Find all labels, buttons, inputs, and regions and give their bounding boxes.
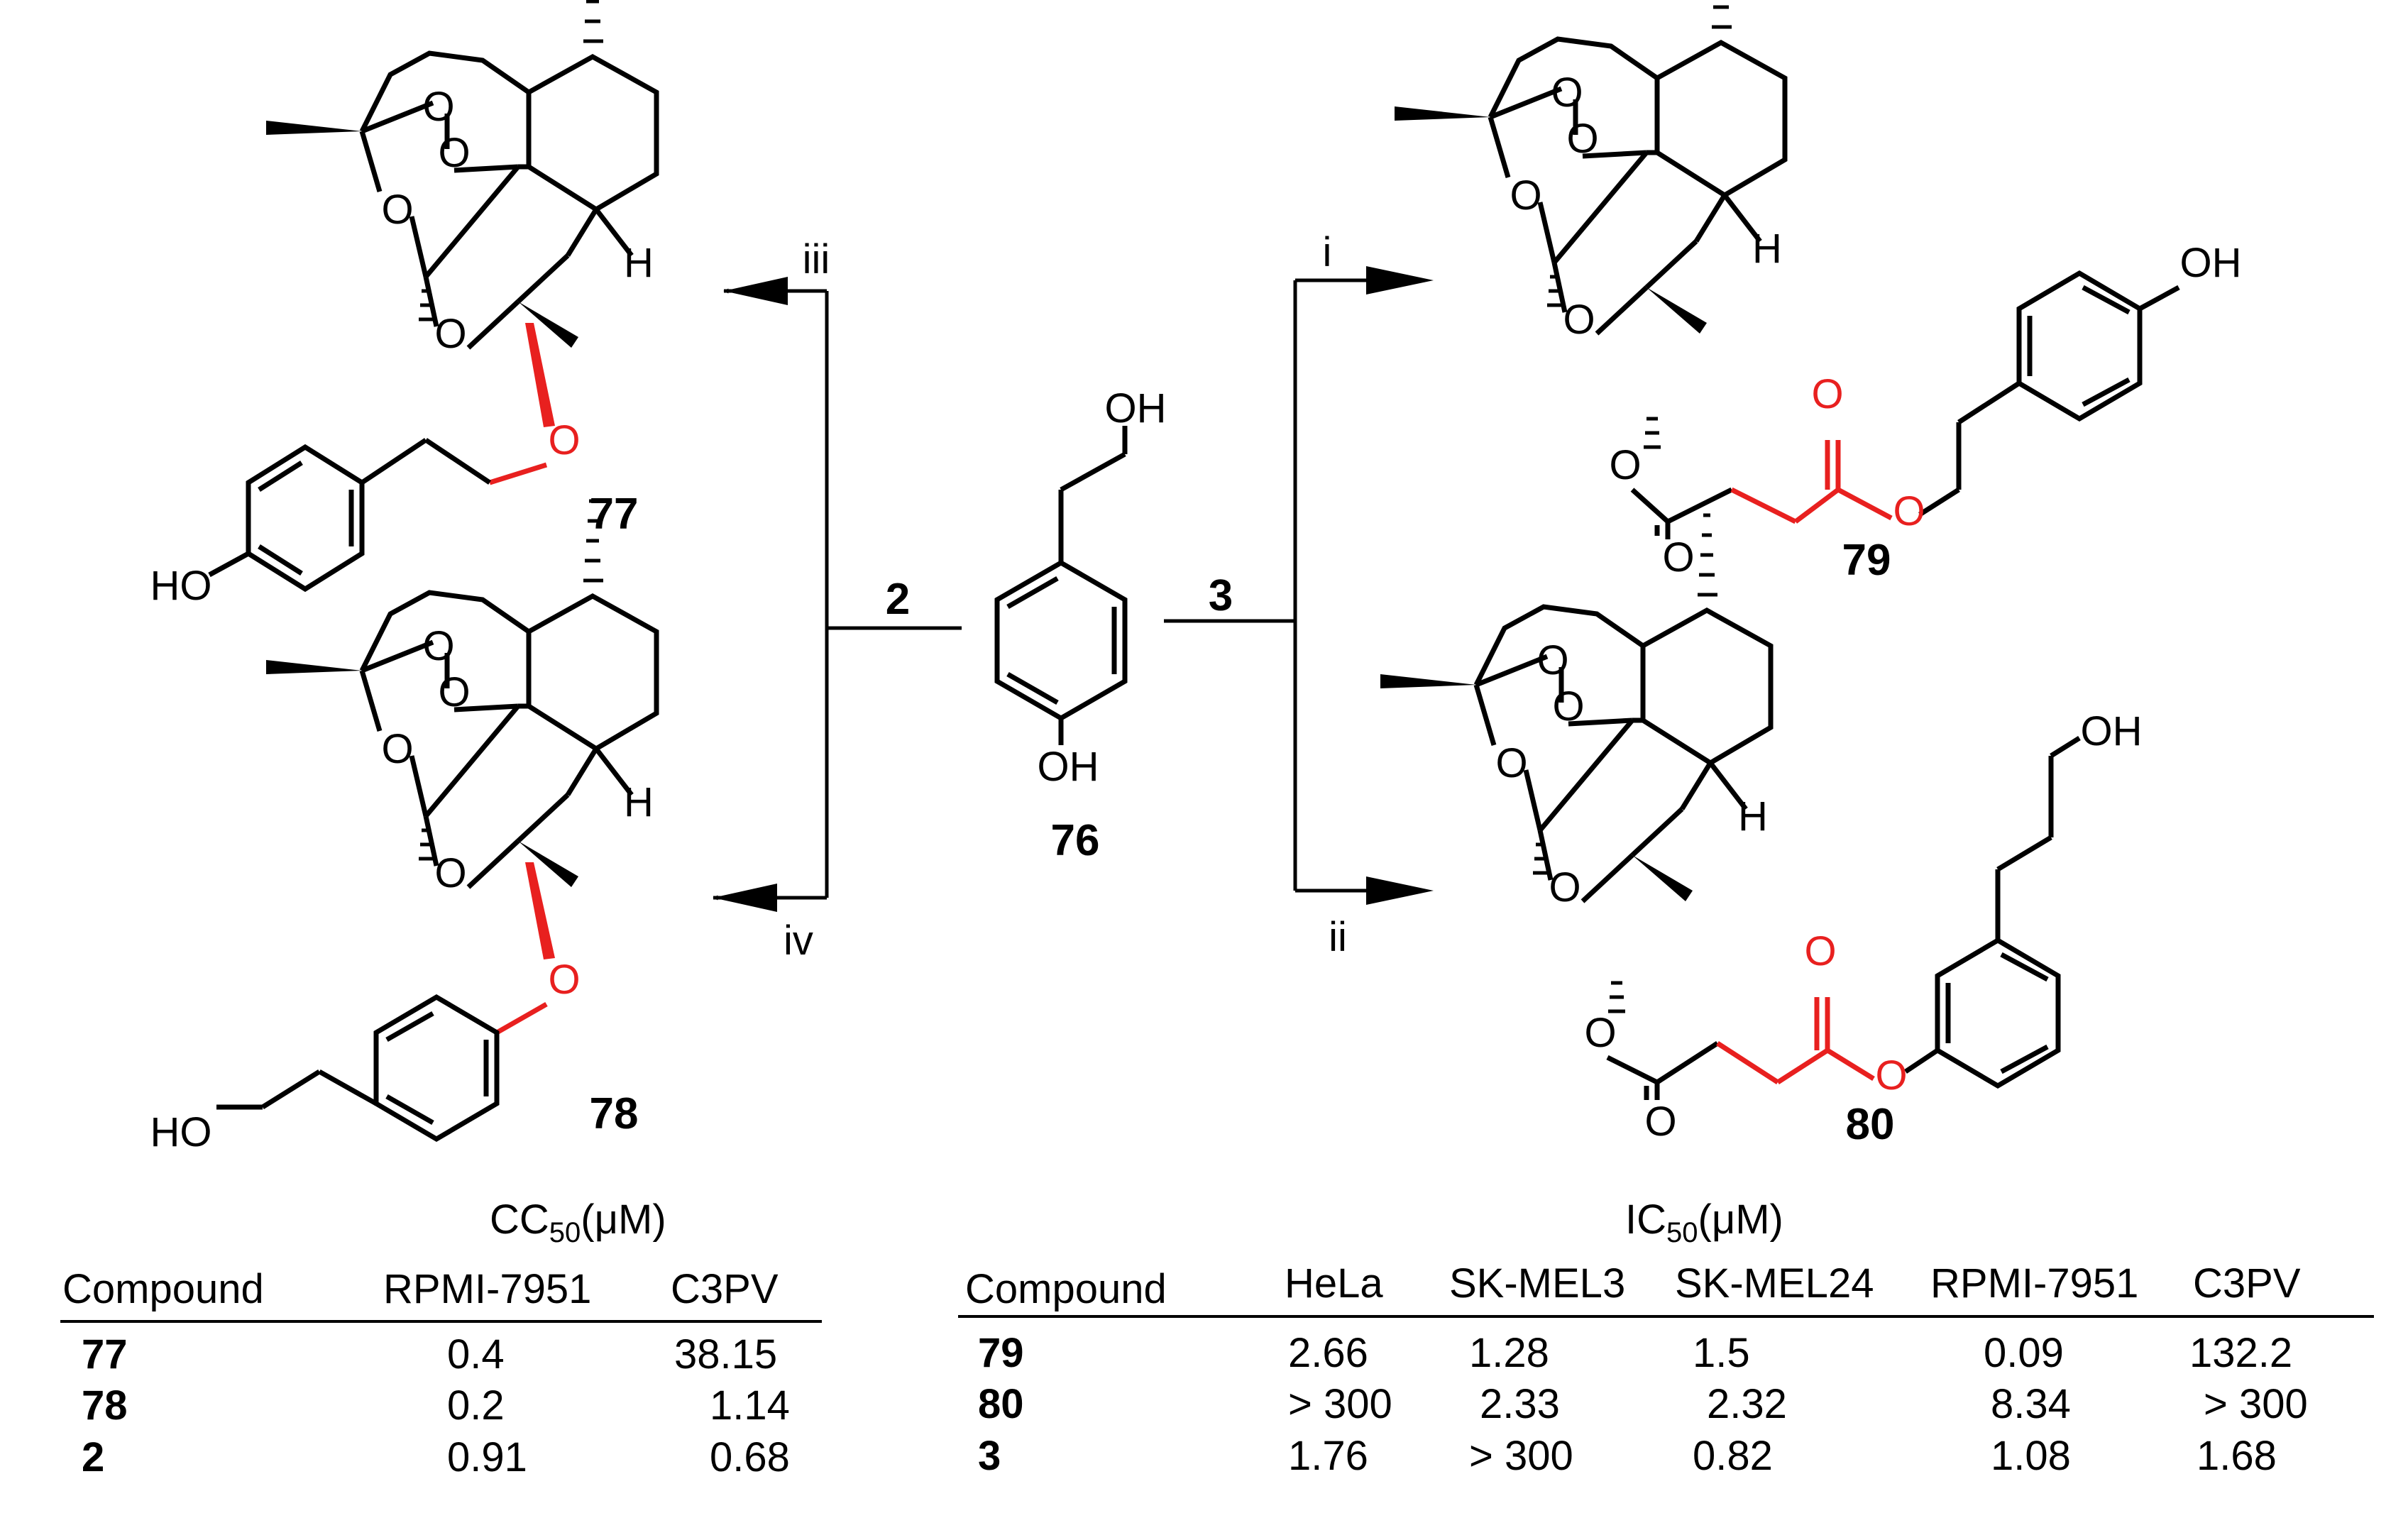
- compound-76-oh-bottom: OH: [1038, 744, 1099, 790]
- ic50-row-3-skmel24: 0.82: [1693, 1433, 1773, 1479]
- compound-79-structure: [1395, 0, 1785, 355]
- svg-text:O: O: [1875, 1052, 1907, 1099]
- left-branch-arrows: [713, 288, 962, 901]
- cc50-row-77-c3pv: 38.15: [674, 1331, 778, 1377]
- ic50-row-79-rpmi: 0.09: [1984, 1330, 2064, 1376]
- condition-ii-label: ii: [1329, 914, 1347, 960]
- condition-iv-label: iv: [784, 918, 813, 964]
- ic50-row-3-c3pv: 1.68: [2197, 1433, 2277, 1479]
- ic50-row-80-compound: 80: [978, 1381, 1024, 1427]
- reagent-3-label: 3: [1209, 571, 1233, 620]
- cc50-row-78-compound: 78: [82, 1382, 128, 1429]
- compound-78-ho: HO: [150, 1109, 212, 1155]
- cc50-col-rpmi: RPMI-7951: [383, 1266, 592, 1312]
- cc50-row-2-rpmi: 0.91: [447, 1434, 527, 1480]
- ic50-row-80-skmel24: 2.32: [1707, 1381, 1787, 1427]
- svg-text:O: O: [548, 957, 580, 1003]
- cc50-row-2-c3pv: 0.68: [710, 1434, 790, 1480]
- ic50-row-3-hela: 1.76: [1288, 1433, 1368, 1479]
- compound-79-label: 79: [1842, 536, 1891, 585]
- compound-78-structure: [266, 501, 656, 908]
- cc50-row-78-c3pv: 1.14: [710, 1382, 790, 1429]
- ic50-row-80-hela: > 300: [1288, 1381, 1392, 1427]
- cc50-row-78-rpmi: 0.2: [447, 1382, 505, 1429]
- reaction-scheme: O O O O H: [150, 0, 2242, 1155]
- svg-text:O: O: [548, 417, 580, 463]
- cc50-table-title: CC50(μM): [490, 1197, 666, 1248]
- compound-79-sidechain: O O: [1609, 270, 2180, 581]
- svg-text:O: O: [1893, 488, 1925, 534]
- svg-text:O: O: [1811, 371, 1843, 417]
- compound-76-structure: [994, 426, 1128, 745]
- reagent-2-label: 2: [886, 575, 910, 624]
- cc50-col-compound: Compound: [62, 1266, 264, 1312]
- svg-text:O: O: [1584, 1010, 1616, 1056]
- cc50-table: CC50(μM) Compound RPMI-7951 C3PV 77 0.4 …: [0, 1199, 852, 1497]
- ic50-col-skmel3: SK-MEL3: [1449, 1260, 1626, 1307]
- ic50-row-79-skmel3: 1.28: [1469, 1330, 1549, 1376]
- ic50-table-title: IC50(μM): [1625, 1197, 1783, 1248]
- ic50-row-3-rpmi: 1.08: [1991, 1433, 2071, 1479]
- condition-iii-label: iii: [803, 236, 830, 282]
- compound-80-label: 80: [1846, 1100, 1895, 1149]
- cc50-row-2-compound: 2: [82, 1434, 105, 1480]
- ic50-col-rpmi: RPMI-7951: [1930, 1260, 2139, 1307]
- compound-77-structure: [266, 0, 656, 436]
- compound-77-sidechain: O HO 77: [150, 323, 639, 609]
- ic50-row-79-hela: 2.66: [1288, 1330, 1368, 1376]
- cc50-row-77-rpmi: 0.4: [447, 1331, 505, 1377]
- compound-76-label: 76: [1051, 816, 1100, 865]
- compound-76-oh-top: OH: [1105, 385, 1167, 431]
- compound-78-sidechain: O HO 78: [150, 862, 639, 1155]
- compound-78-label: 78: [590, 1089, 639, 1138]
- svg-text:O: O: [1609, 442, 1641, 488]
- right-branch-arrows: [1164, 278, 1370, 893]
- compound-77-label: 77: [590, 490, 639, 539]
- ic50-row-79-compound: 79: [978, 1330, 1024, 1376]
- ic50-col-compound: Compound: [965, 1266, 1167, 1312]
- compound-80-sidechain: O O: [1584, 736, 2081, 1145]
- ic50-row-80-c3pv: > 300: [2204, 1381, 2308, 1427]
- compound-80-structure: [1380, 515, 1771, 923]
- ic50-row-79-c3pv: 132.2: [2189, 1330, 2293, 1376]
- compound-77-ho: HO: [150, 563, 212, 609]
- compound-79-oh: OH: [2180, 240, 2242, 286]
- ic50-col-hela: HeLa: [1285, 1260, 1383, 1307]
- svg-text:O: O: [1644, 1099, 1676, 1145]
- svg-text:O: O: [1804, 928, 1836, 974]
- cc50-col-c3pv: C3PV: [671, 1266, 779, 1312]
- ic50-col-skmel24: SK-MEL24: [1675, 1260, 1874, 1307]
- ic50-header-rule: [958, 1315, 2374, 1318]
- ic50-col-c3pv: C3PV: [2193, 1260, 2301, 1307]
- cc50-header-rule: [60, 1320, 822, 1323]
- svg-text:O: O: [1662, 534, 1694, 581]
- ic50-row-80-skmel3: 2.33: [1480, 1381, 1560, 1427]
- ic50-row-3-compound: 3: [978, 1433, 1001, 1479]
- condition-i-label: i: [1323, 229, 1332, 275]
- cc50-row-77-compound: 77: [82, 1331, 128, 1377]
- compound-80-oh: OH: [2081, 708, 2143, 754]
- ic50-table: IC50(μM) Compound HeLa SK-MEL3 SK-MEL24 …: [923, 1199, 2385, 1497]
- ic50-row-80-rpmi: 8.34: [1991, 1381, 2071, 1427]
- ic50-row-79-skmel24: 1.5: [1693, 1330, 1750, 1376]
- ic50-row-3-skmel3: > 300: [1469, 1433, 1573, 1479]
